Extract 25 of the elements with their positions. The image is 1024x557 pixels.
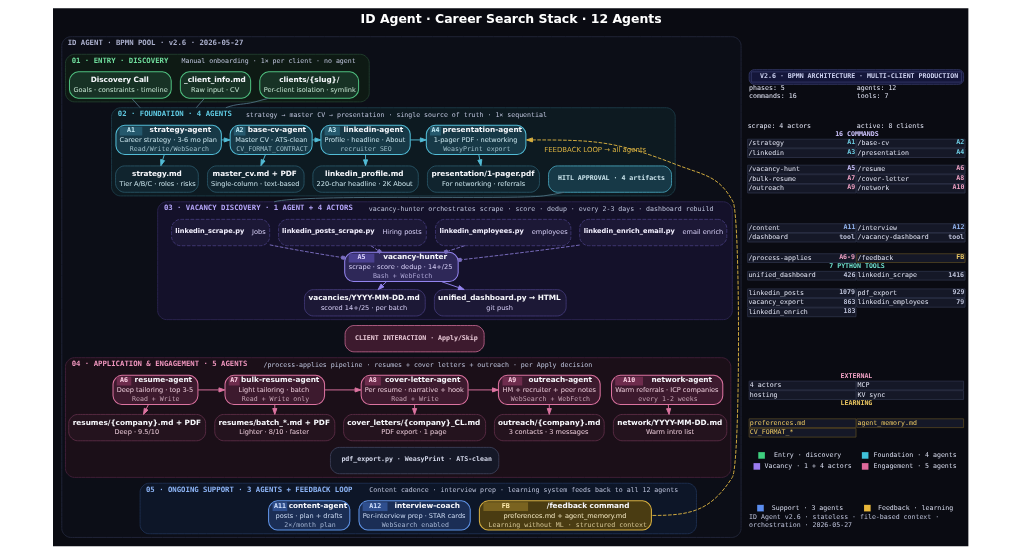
connector [195, 97, 205, 109]
arrow [526, 137, 739, 516]
diagram-title: ID Agent · Career Search Stack · 12 Agents [360, 11, 662, 27]
arrow [546, 404, 552, 415]
arrow [441, 281, 465, 290]
arrow [324, 387, 362, 393]
arrow [260, 154, 266, 167]
arrow [412, 404, 418, 415]
arrow [143, 404, 149, 415]
connector [269, 244, 346, 260]
connector [225, 97, 270, 109]
arrow [272, 404, 278, 415]
arrow [666, 404, 672, 415]
arrow [377, 281, 387, 290]
arrow [467, 387, 499, 393]
arrow [409, 137, 427, 143]
arrow [160, 154, 166, 167]
connector [131, 97, 141, 109]
connector [457, 244, 581, 262]
arrow [197, 387, 226, 393]
arrow [221, 137, 231, 143]
connector [273, 191, 565, 203]
connector [370, 245, 382, 254]
arrow [477, 154, 483, 167]
arrow [311, 137, 322, 143]
